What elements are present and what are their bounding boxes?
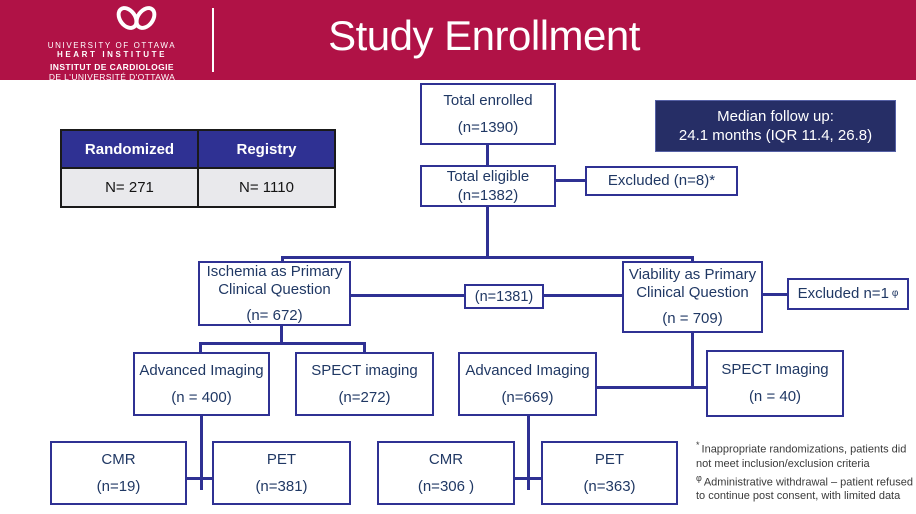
connector-n1381-viability: [544, 294, 622, 297]
ischemia-line1: Ischemia as Primary: [206, 262, 343, 280]
median-followup-line2: 24.1 months (IQR 11.4, 26.8): [678, 127, 873, 144]
connector-eligible-excluded: [556, 179, 585, 182]
viability-advanced-n: (n=669): [501, 388, 554, 406]
total-eligible-n: (n=1382): [457, 186, 519, 204]
ischemia-spect-n: (n=272): [338, 388, 391, 406]
footnotes: *Inappropriate randomizations, patients …: [696, 438, 916, 503]
n-combined-label: (n=1381): [474, 288, 534, 305]
slide-title: Study Enrollment: [328, 12, 640, 59]
summary-table-header-randomized: Randomized: [62, 131, 197, 167]
box-ischemia-advanced-imaging: Advanced Imaging (n = 400): [133, 352, 270, 416]
viability-cmr-n: (n=306 ): [417, 477, 475, 495]
viability-spect-n: (n = 40): [748, 388, 802, 405]
ischemia-advanced-n: (n = 400): [171, 388, 232, 406]
excluded-initial-label: Excluded (n=8)*: [607, 172, 716, 189]
box-total-enrolled: Total enrolled (n=1390): [420, 83, 556, 145]
box-ischemia-spect-imaging: SPECT imaging (n=272): [295, 352, 434, 416]
box-total-eligible: Total eligible (n=1382): [420, 165, 556, 207]
logo-line-2: HEART INSTITUTE: [56, 50, 168, 59]
connector-cmr1-pet1: [186, 477, 213, 480]
logo-line-4: DE L'UNIVERSITÉ D'OTTAWA: [48, 72, 176, 82]
summary-table: Randomized Registry N= 271 N= 1110: [60, 129, 336, 208]
ischemia-n: (n= 672): [246, 306, 303, 324]
ischemia-cmr-label: CMR: [101, 450, 136, 468]
connector-viability-excluded: [762, 293, 787, 296]
ischemia-line2: Clinical Question: [218, 280, 331, 298]
box-viability-spect-imaging: SPECT Imaging (n = 40): [706, 350, 844, 417]
connector-advanced1-stub: [199, 342, 202, 353]
ischemia-spect-label: SPECT imaging: [311, 361, 418, 379]
header-divider: [212, 8, 214, 72]
box-viability-cmr: CMR (n=306 ): [377, 441, 515, 505]
connector-advanced1-down: [200, 416, 203, 490]
footnote-exclusion: *Inappropriate randomizations, patients …: [696, 438, 916, 471]
footnote-exclusion-marker: *: [696, 440, 700, 450]
logo-line-1: UNIVERSITY OF OTTAWA: [47, 41, 177, 50]
connector-branch-horizontal: [281, 256, 694, 259]
connector-branch-viability-stub: [691, 256, 694, 264]
connector-ischemia-down: [280, 325, 283, 344]
viability-line1: Viability as Primary: [628, 266, 757, 283]
connector-ischemia-imaging-horizontal: [199, 342, 366, 345]
total-enrolled-label: Total enrolled: [443, 91, 533, 109]
summary-table-value-row: N= 271 N= 1110: [62, 167, 334, 206]
box-n-combined: (n=1381): [464, 284, 544, 309]
connector-ischemia-n1381: [350, 294, 464, 297]
connector-enrolled-eligible: [486, 145, 489, 166]
viability-pet-n: (n=363): [583, 477, 636, 495]
logo-text: UNIVERSITY OF OTTAWA HEART INSTITUTE INS…: [36, 41, 188, 82]
logo-line-3: INSTITUT DE CARDIOLOGIE: [50, 62, 174, 72]
connector-spect1-stub: [363, 342, 366, 353]
connector-branch-ischemia-stub: [281, 256, 284, 264]
heart-institute-logo-icon: [112, 1, 163, 35]
ischemia-cmr-n: (n=19): [96, 477, 141, 495]
logo-oval-right: [130, 1, 161, 35]
ischemia-pet-n: (n=381): [255, 477, 308, 495]
box-viability-question: Viability as Primary Clinical Question (…: [622, 261, 763, 333]
header-bar: UNIVERSITY OF OTTAWA HEART INSTITUTE INS…: [0, 0, 916, 82]
median-followup-box: Median follow up: 24.1 months (IQR 11.4,…: [655, 100, 896, 152]
summary-table-value-registry: N= 1110: [197, 169, 334, 206]
box-viability-pet: PET (n=363): [541, 441, 678, 505]
box-ischemia-pet: PET (n=381): [212, 441, 351, 505]
viability-cmr-label: CMR: [428, 450, 464, 468]
ischemia-pet-label: PET: [266, 450, 297, 468]
viability-n: (n = 709): [662, 310, 723, 327]
excluded-viability-marker: φ: [891, 288, 899, 299]
box-excluded-initial: Excluded (n=8)*: [585, 166, 738, 196]
viability-line2: Clinical Question: [636, 284, 749, 301]
connector-cmr2-pet2: [514, 477, 542, 480]
footnote-withdrawal-text: Administrative withdrawal – patient refu…: [696, 476, 913, 503]
summary-table-value-randomized: N= 271: [62, 169, 197, 206]
connector-advanced2-down: [527, 416, 530, 490]
median-followup-line1: Median follow up:: [717, 108, 834, 125]
box-viability-advanced-imaging: Advanced Imaging (n=669): [458, 352, 597, 416]
total-enrolled-n: (n=1390): [457, 118, 519, 136]
connector-advanced2-spect2: [596, 386, 706, 389]
footnote-withdrawal-marker: φ: [696, 472, 702, 483]
connector-viability-down: [691, 332, 694, 389]
excluded-viability-label: Excluded n=1: [797, 285, 889, 302]
total-eligible-label: Total eligible: [446, 167, 530, 185]
ischemia-advanced-label: Advanced Imaging: [139, 361, 264, 379]
viability-advanced-label: Advanced Imaging: [465, 361, 590, 379]
box-ischemia-question: Ischemia as Primary Clinical Question (n…: [198, 261, 351, 326]
box-ischemia-cmr: CMR (n=19): [50, 441, 187, 505]
summary-table-header-row: Randomized Registry: [62, 131, 334, 167]
connector-eligible-branch: [486, 206, 489, 258]
viability-pet-label: PET: [594, 450, 625, 468]
summary-table-header-registry: Registry: [197, 131, 334, 167]
viability-spect-label: SPECT Imaging: [721, 361, 829, 378]
footnote-exclusion-text: Inappropriate randomizations, patients d…: [696, 443, 907, 470]
